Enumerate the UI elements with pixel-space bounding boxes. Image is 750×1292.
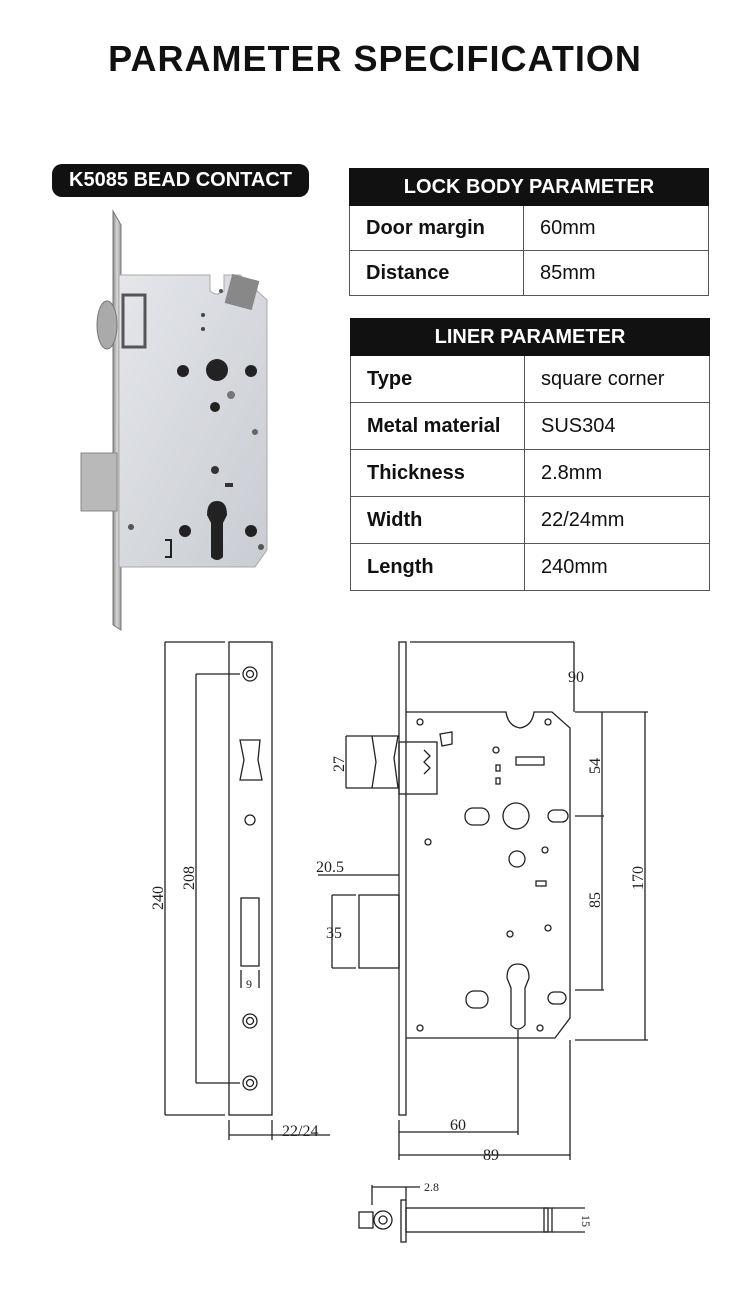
- param-label: Door margin: [349, 205, 524, 251]
- param-value: square corner: [524, 355, 710, 403]
- dim-27: 27: [331, 756, 348, 772]
- param-label: Type: [350, 355, 525, 403]
- dim-2-8: 2.8: [424, 1180, 439, 1194]
- param-label: Width: [350, 496, 525, 544]
- lock-body-header: LOCK BODY PARAMETER: [349, 168, 709, 206]
- param-value: 2.8mm: [524, 449, 710, 497]
- model-badge: K5085 BEAD CONTACT: [52, 164, 309, 197]
- param-value: 240mm: [524, 543, 710, 591]
- param-label: Metal material: [350, 402, 525, 450]
- param-label: Length: [350, 543, 525, 591]
- dim-85: 85: [587, 892, 604, 908]
- dim-35: 35: [326, 925, 342, 942]
- lock-body-table: LOCK BODY PARAMETER Door margin 60mm Dis…: [349, 168, 709, 296]
- liner-header: LINER PARAMETER: [350, 318, 710, 356]
- dim-89: 89: [483, 1147, 499, 1164]
- lock-photo: [80, 209, 268, 631]
- dim-90: 90: [568, 669, 584, 686]
- table-row: Distance 85mm: [349, 250, 709, 296]
- dim-9: 9: [246, 977, 252, 991]
- dim-240: 240: [150, 886, 167, 910]
- param-value: 60mm: [523, 205, 709, 251]
- dim-22-24: 22/24: [282, 1123, 318, 1140]
- table-row: Type square corner: [350, 355, 710, 403]
- table-row: Width 22/24mm: [350, 496, 710, 544]
- table-row: Thickness 2.8mm: [350, 449, 710, 497]
- param-value: SUS304: [524, 402, 710, 450]
- param-label: Thickness: [350, 449, 525, 497]
- param-value: 22/24mm: [524, 496, 710, 544]
- dim-170: 170: [630, 866, 647, 890]
- param-value: 85mm: [523, 250, 709, 296]
- param-label: Distance: [349, 250, 524, 296]
- dim-60: 60: [450, 1117, 466, 1134]
- technical-drawing: 240 208 22/24 9 90 27 54 170 85 20.5 35 …: [150, 641, 648, 1243]
- liner-table: LINER PARAMETER Type square corner Metal…: [350, 318, 710, 591]
- dim-54: 54: [587, 758, 604, 774]
- dim-208: 208: [181, 866, 198, 890]
- dim-15: 15: [579, 1215, 593, 1227]
- table-row: Door margin 60mm: [349, 205, 709, 251]
- table-row: Length 240mm: [350, 543, 710, 591]
- table-row: Metal material SUS304: [350, 402, 710, 450]
- page-title: PARAMETER SPECIFICATION: [108, 38, 642, 79]
- dim-20-5: 20.5: [316, 859, 344, 876]
